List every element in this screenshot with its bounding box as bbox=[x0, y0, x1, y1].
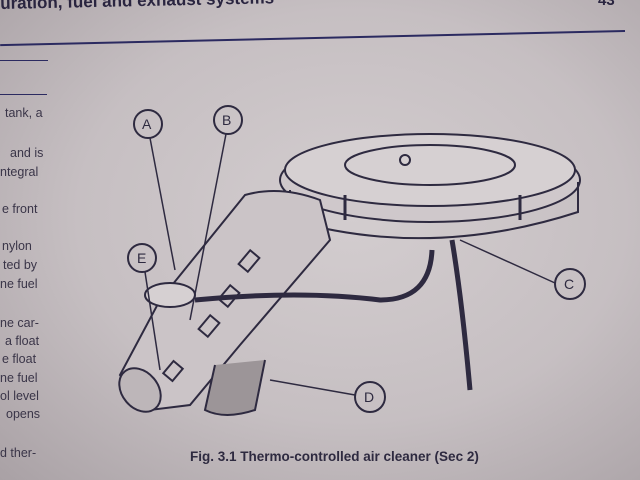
vacuum-pipe bbox=[449, 239, 473, 391]
vacuum-pipe bbox=[194, 249, 435, 303]
text-line: ntegral bbox=[0, 165, 39, 179]
label-d: D bbox=[364, 389, 374, 405]
text-line: ne fuel bbox=[0, 371, 38, 385]
text-line: ted by bbox=[3, 258, 38, 272]
text-line: e float bbox=[2, 352, 37, 366]
text-line: ne fuel bbox=[0, 277, 38, 291]
text-line: ne car- bbox=[0, 316, 39, 330]
label-c: C bbox=[564, 276, 574, 292]
text-line: tank, a bbox=[5, 106, 43, 120]
text-line: nylon bbox=[2, 239, 32, 253]
section-rule bbox=[0, 60, 48, 61]
text-line: ol level bbox=[0, 389, 39, 403]
label-a: A bbox=[142, 116, 152, 132]
snorkel-tube bbox=[118, 190, 332, 413]
figure-caption: Fig. 3.1 Thermo-controlled air cleaner (… bbox=[190, 449, 479, 464]
page-number: 43 bbox=[598, 0, 615, 9]
air-cleaner-housing bbox=[279, 133, 581, 240]
text-line: e front bbox=[2, 202, 38, 216]
label-e: E bbox=[137, 250, 146, 266]
hot-air-hose bbox=[203, 359, 266, 416]
text-line: a float bbox=[5, 334, 40, 348]
section-rule bbox=[0, 94, 47, 95]
text-line: opens bbox=[6, 407, 41, 421]
text-line: d ther- bbox=[0, 446, 37, 460]
text-line: and is bbox=[10, 146, 44, 160]
label-b: B bbox=[222, 112, 231, 128]
